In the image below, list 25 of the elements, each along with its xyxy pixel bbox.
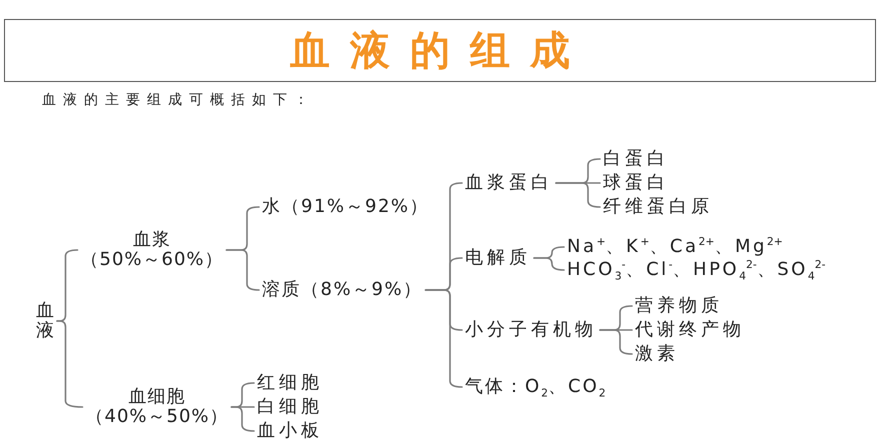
percentage-label: （40%～50%）: [86, 407, 228, 427]
item-label: 激素: [635, 343, 679, 365]
category-label: 溶质（8%～9%）: [262, 279, 423, 301]
category-label: 小分子有机物: [465, 319, 597, 341]
item-label: 营养物质: [635, 295, 723, 317]
item-label: 红细胞: [257, 372, 323, 394]
intro-text: 血液的主要组成可概括如下：: [42, 91, 315, 109]
brace-connector: [56, 320, 84, 408]
item-label: 代谢终产物: [635, 319, 745, 341]
category-label: 血浆蛋白: [465, 172, 553, 194]
percentage-label: （50%～60%）: [80, 250, 224, 270]
category-label: 血浆: [133, 230, 171, 250]
item-label: 球蛋白: [603, 172, 669, 194]
item-label: 白蛋白: [603, 148, 669, 170]
item-label: 纤维蛋白原: [603, 196, 713, 218]
item-label: Na$^{+}$、K$^{+}$、Ca$^{2+}$、Mg$^{2+}$: [567, 236, 783, 258]
category-label: 血液: [36, 301, 54, 341]
item-label: 水（91%～92%）: [262, 196, 430, 218]
item-label: 白细胞: [257, 396, 323, 418]
title: 血液的组成: [290, 28, 590, 74]
item-label: 血小板: [257, 420, 323, 442]
item-label: 气体：O$_{2}$、CO$_{2}$: [465, 376, 606, 398]
category-label: 血细胞: [128, 387, 186, 407]
brace-connector: [533, 257, 565, 271]
category-label: 电解质: [465, 247, 531, 269]
